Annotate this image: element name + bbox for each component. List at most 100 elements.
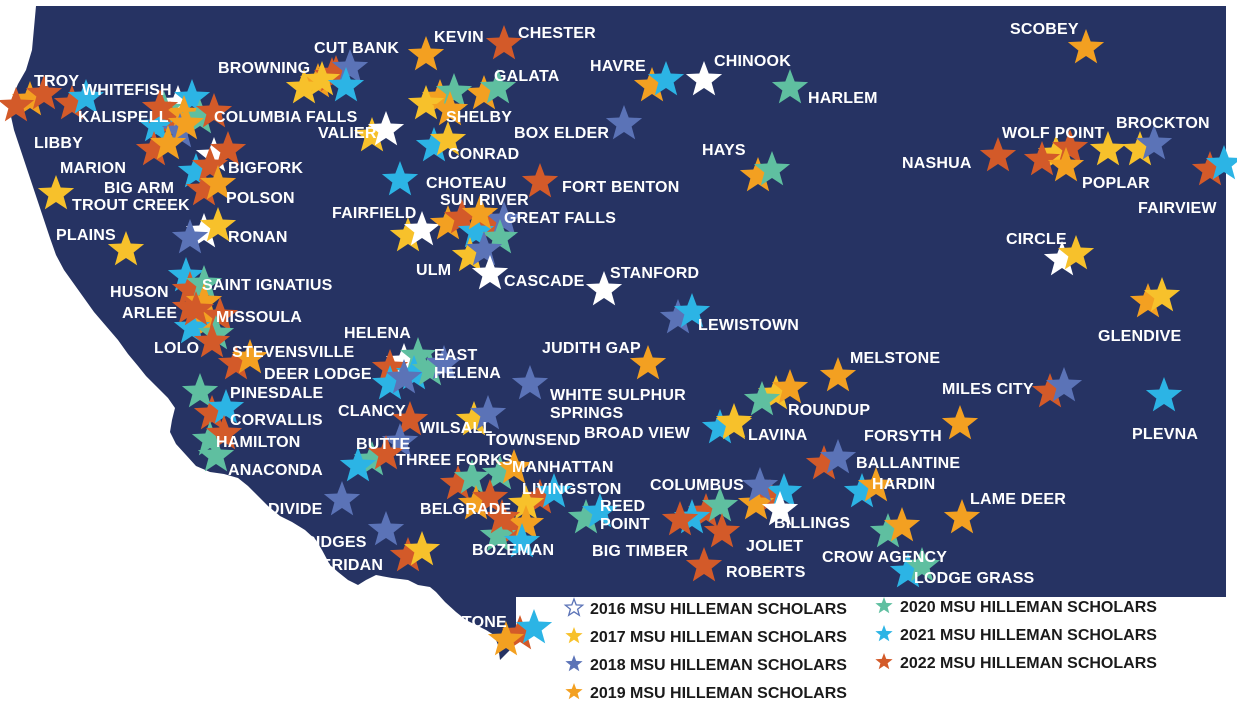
star-icon-west-yellowstone-2021 xyxy=(515,609,553,644)
legend-label-2016: 2016 MSU HILLEMAN SCHOLARS xyxy=(590,601,847,618)
town-label-hays: HAYS xyxy=(702,142,746,159)
legend-label-2018: 2018 MSU HILLEMAN SCHOLARS xyxy=(590,657,847,674)
town-label-arlee: ARLEE xyxy=(122,305,177,322)
star-icon-troy-2019 xyxy=(11,81,49,116)
star-icon-libby-2022 xyxy=(53,85,91,120)
star-icon-whitefish-2021 xyxy=(173,79,211,114)
star-icon-fairview-2022 xyxy=(1191,151,1229,186)
star-icon-belgrade-2019 xyxy=(457,485,495,520)
star-icon-livingston-2021 xyxy=(535,473,573,508)
montana-state-shape xyxy=(10,6,1226,660)
town-label-havre: HAVRE xyxy=(590,58,646,75)
legend-label-2017: 2017 MSU HILLEMAN SCHOLARS xyxy=(590,629,847,646)
star-icon-miles-city-2018 xyxy=(1045,367,1083,402)
star-icon-plevna-2021 xyxy=(1145,377,1183,412)
town-label-lame-deer: LAME DEER xyxy=(970,491,1066,508)
star-icon-libby-2021 xyxy=(67,79,105,114)
star-icon-forsyth-2019 xyxy=(941,405,979,440)
star-icon-nashua-2022 xyxy=(979,137,1017,172)
star-icon-great-falls-2019 xyxy=(461,195,499,230)
star-icon-bigfork-2016 xyxy=(195,137,233,172)
star-icon-pinesdale-2020 xyxy=(181,373,219,408)
star-icon-bozeman-2022 xyxy=(483,499,521,534)
town-label-belgrade: BELGRADE xyxy=(420,501,512,518)
star-icon-big-timber-2022 xyxy=(661,501,699,536)
star-icon-sun-river-2022 xyxy=(443,199,481,234)
legend-outline-star-icon-2016 xyxy=(563,597,585,617)
town-label-circle: CIRCLE xyxy=(1006,231,1067,248)
star-icon-bozeman-2022 xyxy=(493,511,531,546)
star-icon-saint-ignatius-2022 xyxy=(171,271,209,306)
star-icon-wolf-point-2017 xyxy=(1037,135,1075,170)
town-label-crow-agency: CROW AGENCY xyxy=(822,549,947,566)
town-label-sun-river: SUN RIVER xyxy=(440,192,529,209)
town-label-valier: VALIER xyxy=(318,125,377,142)
town-label-melstone: MELSTONE xyxy=(850,350,940,367)
star-icon-bozeman-2019 xyxy=(507,505,545,540)
town-label-divide: DIVIDE xyxy=(268,501,323,518)
star-icon-livingston-2022 xyxy=(521,479,559,514)
star-icon-sun-river-2019 xyxy=(429,205,467,240)
star-icon-lewistown-2021 xyxy=(673,293,711,328)
star-icon-box-elder-2018 xyxy=(605,105,643,140)
star-icon-columbus-2022 xyxy=(687,493,725,528)
town-label-bozeman: BOZEMAN xyxy=(472,542,554,559)
legend-star-icon-2021 xyxy=(875,625,893,642)
star-icon-saint-ignatius-2020 xyxy=(185,265,223,300)
star-icon-fairview-2021 xyxy=(1205,145,1237,180)
star-icon-choteau-2021 xyxy=(381,161,419,196)
star-icon-chinook-2016 xyxy=(685,61,723,96)
town-label-west-yellowstone: WEST YELLOWSTONE xyxy=(330,614,507,631)
star-icon-plains-2017 xyxy=(107,231,145,266)
star-icon-billings-2021 xyxy=(765,473,803,508)
town-label-fairview: FAIRVIEW xyxy=(1138,200,1217,217)
star-icon-valier-2017 xyxy=(353,117,391,152)
town-label-cut-bank: CUT BANK xyxy=(314,40,399,57)
legend: 2016 MSU HILLEMAN SCHOLARS 2017 MSU HILLE… xyxy=(563,597,1157,702)
star-icon-ronan-2016 xyxy=(185,213,223,248)
star-icon-sheridan-2017 xyxy=(403,531,441,566)
star-icon-harlem-2020 xyxy=(771,69,809,104)
star-icon-townsend-2018 xyxy=(381,423,419,458)
star-icon-galata-2020 xyxy=(479,69,517,104)
star-icon-brockton-2018 xyxy=(1135,125,1173,160)
star-icon-trout-creek-2017 xyxy=(37,175,75,210)
town-label-big-arm: BIG ARM xyxy=(104,180,174,197)
town-label-chester: CHESTER xyxy=(518,25,596,42)
legend-label-2021: 2021 MSU HILLEMAN SCHOLARS xyxy=(900,627,1157,644)
legend-label-2022: 2022 MSU HILLEMAN SCHOLARS xyxy=(900,655,1157,672)
town-label-deer-lodge: DEER LODGE xyxy=(264,366,372,383)
star-icon-missoula-2021 xyxy=(173,309,211,344)
town-label-plains: PLAINS xyxy=(56,227,116,244)
star-icon-great-falls-2018 xyxy=(485,201,523,236)
star-icon-miles-city-2022 xyxy=(1031,373,1069,408)
town-label-brockton: BROCKTON xyxy=(1116,115,1210,132)
star-icon-ballantine-2022 xyxy=(805,445,843,480)
town-label-saint-ignatius: SAINT IGNATIUS xyxy=(202,277,333,294)
town-label-columbus: COLUMBUS xyxy=(650,477,744,494)
star-icon-hays-2020 xyxy=(753,151,791,186)
town-label-marion: MARION xyxy=(60,160,126,177)
town-label-shelby: SHELBY xyxy=(446,109,512,126)
town-label-columbia-falls: COLUMBIA FALLS xyxy=(214,109,358,126)
town-label-roundup: ROUNDUP xyxy=(788,402,870,419)
star-icon-helena-2020 xyxy=(399,337,437,372)
town-label-huson: HUSON xyxy=(110,284,169,301)
star-icon-polson-2022 xyxy=(185,171,223,206)
star-icon-melstone-2019 xyxy=(819,357,857,392)
legend-star-icon-2018 xyxy=(565,655,583,672)
town-label-galata: GALATA xyxy=(494,68,560,85)
town-label-ulm: ULM xyxy=(416,262,451,279)
star-icon-hardin-2021 xyxy=(843,473,881,508)
star-icon-havre-2021 xyxy=(647,61,685,96)
star-icon-three-forks-2020 xyxy=(453,459,491,494)
star-icon-white-sulphur-springs-2018 xyxy=(511,365,549,400)
star-icon-troy-2022 xyxy=(0,87,35,122)
star-icon-bozeman-2021 xyxy=(503,523,541,558)
town-label-hamilton: HAMILTON xyxy=(216,434,301,451)
star-icon-corvallis-2021 xyxy=(207,389,245,424)
star-icon-cascade-2016 xyxy=(471,255,509,290)
